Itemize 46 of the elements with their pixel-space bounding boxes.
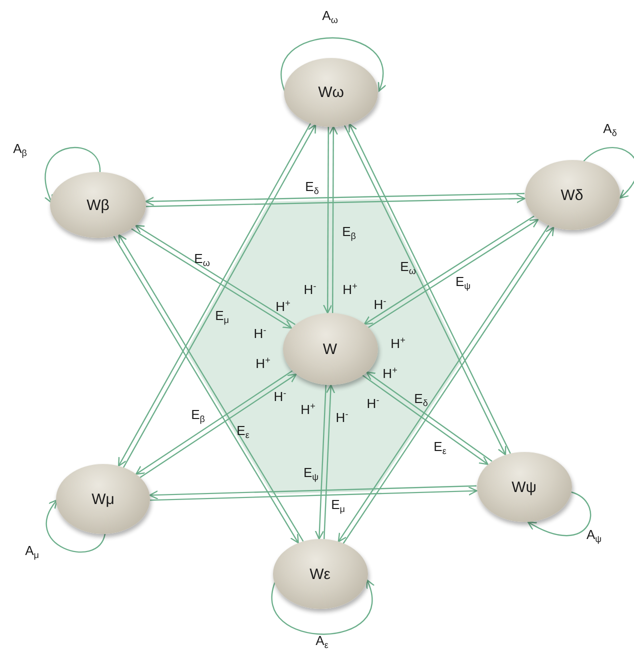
edge-label: A$_{β}$ (13, 142, 27, 158)
state-ellipse: Wψ (476, 452, 572, 522)
state-ellipse: Wε (272, 539, 368, 609)
charge-label: H$^{-}$ (254, 326, 266, 340)
edge-label: E$_{ψ}$ (455, 275, 471, 291)
edge-label: E$_{β}$ (342, 225, 356, 241)
edge-label: A$_{μ}$ (25, 544, 39, 560)
arrow (314, 384, 326, 540)
edge-label: A$_{ψ}$ (586, 528, 602, 544)
self-loop-arrow (271, 579, 374, 635)
charge-label: H$^{+}$ (256, 356, 270, 370)
state-ellipse: Wδ (524, 160, 620, 230)
charge-label: H$^{+}$ (300, 402, 316, 416)
self-loop-arrow (527, 491, 592, 536)
charge-label: H$^{+}$ (390, 336, 406, 350)
self-loop-arrow (582, 147, 634, 199)
charge-label: H$^{+}$ (276, 299, 290, 313)
charge-label: H$^{-}$ (336, 410, 348, 424)
edge-label: E$_{ε}$ (434, 440, 446, 456)
edge-label: E$_{β}$ (191, 408, 205, 424)
edge-label: E$_{δ}$ (305, 180, 319, 196)
state-ellipse: Wβ (50, 172, 146, 238)
arrow (328, 126, 338, 314)
edge-label: E$_{μ}$ (215, 309, 229, 325)
edge-label: A$_{ε}$ (316, 634, 328, 650)
charge-label: H$^{-}$ (274, 389, 286, 403)
arrow (324, 384, 336, 540)
edge-label: E$_{ε}$ (236, 424, 250, 440)
state-ellipse: Wω (284, 58, 378, 126)
charge-label: H$^{-}$ (374, 297, 386, 311)
edge-label: E$_{ω}$ (400, 260, 416, 276)
self-loop-arrow (280, 37, 386, 92)
edge-label: E$_{δ}$ (414, 392, 428, 408)
charge-label: H$^{-}$ (304, 282, 316, 296)
charge-label: H$^{-}$ (366, 396, 380, 410)
edge-label: A$_{δ}$ (603, 122, 617, 138)
charge-label: H$^{+}$ (342, 282, 358, 296)
state-ellipse: Wμ (56, 464, 150, 534)
charge-label: H$^{+}$ (382, 366, 398, 380)
arrow (323, 126, 332, 314)
self-loop-arrow (46, 499, 106, 553)
self-loop-arrow (44, 146, 101, 204)
edge-label: E$_{μ}$ (331, 498, 345, 514)
edge-label: A$_{ω}$ (322, 9, 338, 25)
edge-label: E$_{ψ}$ (303, 466, 319, 482)
edge-label: E$_{ω}$ (194, 252, 210, 268)
